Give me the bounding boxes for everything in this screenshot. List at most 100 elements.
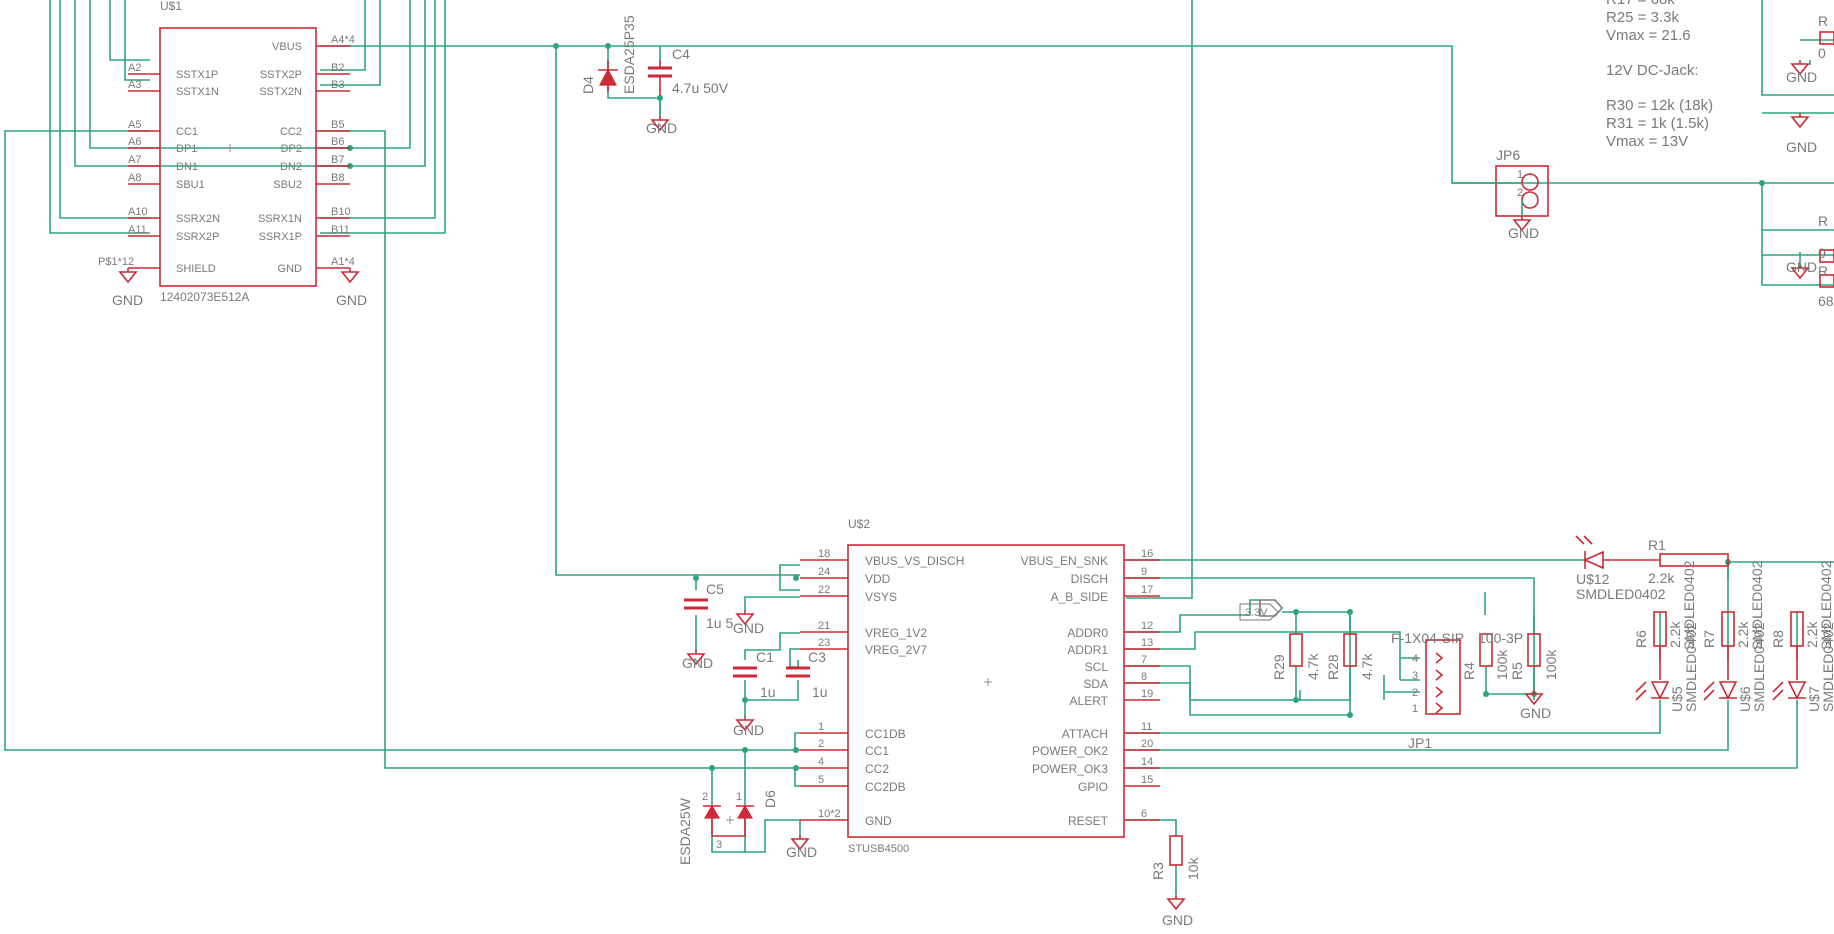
u12-led: U$12 SMDLED0402 [1575,535,1666,602]
ground-icon [1790,116,1810,129]
r28-resistor: R28 4.7k [1325,633,1375,680]
controller-pin-number: 19 [1141,688,1153,700]
d6-pin3: 3 [716,839,722,851]
usb-pin-name: DN1 [176,161,198,173]
controller-pin-number: 22 [818,584,830,596]
r3-value: 10k [1185,856,1201,880]
usb-pin-name: SSRX1N [258,213,302,225]
junctions [347,43,1765,815]
controller-pin-number: 9 [1141,566,1147,578]
ground-icon [1512,219,1532,232]
u12-ref: U$12 [1576,571,1610,587]
jp1-pin-number: 1 [1412,703,1418,715]
usb-pin-number: B3 [331,79,344,91]
usb-connector-ref: U$1 [160,0,182,13]
usb-pin-name: VBUS [272,41,302,53]
ground-icon [686,653,706,666]
gnd-label: GND [1786,139,1817,155]
r29-resistor: R29 4.7k [1271,633,1321,680]
r4-ref: R4 [1461,662,1477,680]
d6-pin1: 1 [736,791,742,803]
controller-pin-number: 23 [818,637,830,649]
controller-pin-number: 24 [818,566,830,578]
c5-ref: C5 [706,581,724,597]
c1-value: 1u [760,684,776,700]
controller-pin-name: VDD [865,572,891,586]
r1-ref: R1 [1648,537,1666,553]
u12-part: SMDLED0402 [1576,586,1666,602]
gnd-label: GND [786,844,817,860]
c3-ref: C3 [808,649,826,665]
usb-pin-number: B5 [331,119,344,131]
r29-value: 4.7k [1305,653,1321,680]
usb-pin-name: SSRX2P [176,231,219,243]
u6-part-upper: SMDLED0402 [1749,560,1765,650]
gnd-label: GND [1162,912,1193,928]
r6-ref: R6 [1633,630,1649,648]
controller-ref: U$2 [848,517,870,531]
controller-pin-number: 12 [1141,620,1153,632]
controller-pin-number: 2 [818,738,824,750]
gnd-label: GND [646,120,677,136]
controller-pin-name: SCL [1085,660,1109,674]
net-3v3-text: 3.3V [1245,607,1268,619]
u7-part: SMDLED0402 [1820,622,1834,712]
ground-icon [1524,693,1544,706]
u6-ref: U$6 [1737,686,1753,712]
controller-pin-name: GND [865,814,892,828]
controller-pin-name: GPIO [1078,780,1108,794]
r8-ref: R8 [1770,630,1786,648]
usb-pin-name: CC2 [280,126,302,138]
gnd-label: GND [682,655,713,671]
c4-ref: C4 [672,46,690,62]
net-label-3v3: 3.3V [1239,603,1279,621]
r5-resistor: R5 100k [1509,633,1559,680]
r29-ref: R29 [1271,654,1287,680]
note-line-1: R17 = 68k [1606,0,1675,8]
usb-pin-name: SBU2 [273,179,302,191]
jp1-part2: 100-3P [1478,630,1523,646]
usb-pin-name: SHIELD [176,263,216,275]
ground-icon [650,119,670,132]
u5-part-upper: SMDLED0402 [1681,560,1697,650]
controller-pin-name: VREG_2V7 [865,643,927,657]
r6-value: 2.2k [1667,621,1683,648]
controller-pin-name: ATTACH [1062,727,1108,741]
note-line-4: 12V DC-Jack: [1606,62,1699,79]
usb-pin-number: B2 [331,62,344,74]
controller-pin-number: 4 [818,756,824,768]
controller-pin-number: 1 [818,721,824,733]
usb-pin-number: B8 [331,172,344,184]
c1-capacitor: C1 1u [733,649,776,700]
usb-pin-name: SSRX1P [259,231,302,243]
c5-value: 1u 5 [706,615,733,631]
usb-pin-name: DN2 [280,161,302,173]
jp1-pin-number: 2 [1412,687,1418,699]
u7-led-icon [1787,681,1807,700]
usb-pin-number: B6 [331,136,344,148]
usb-pin-number: A11 [128,224,147,236]
note-line-7: Vmax = 13V [1606,133,1688,150]
usb-pin-name: DP2 [281,143,302,155]
controller-pin-name: RESET [1068,814,1109,828]
c4-value: 4.7u 50V [672,80,729,96]
usb-pin-number: A3 [128,79,141,91]
ground-icon [735,613,755,626]
controller-pin-number: 17 [1141,584,1153,596]
r4-resistor: R4 100k [1461,633,1510,680]
controller-pin-number: 15 [1141,774,1153,786]
d6-pin2: 2 [702,791,708,803]
r1-resistor: R1 2.2k [1648,537,1729,586]
u5-part: SMDLED0402 [1683,622,1699,712]
controller-pin-number: 7 [1141,654,1147,666]
usb-pin-number: B7 [331,154,344,166]
controller-pin-name: CC2 [865,762,889,776]
usb-connector-part: 12402073E512A [160,290,249,304]
usb-pin-number: A7 [128,154,141,166]
usb-pin-name: SSTX1N [176,86,219,98]
ground-icon [1790,63,1810,76]
